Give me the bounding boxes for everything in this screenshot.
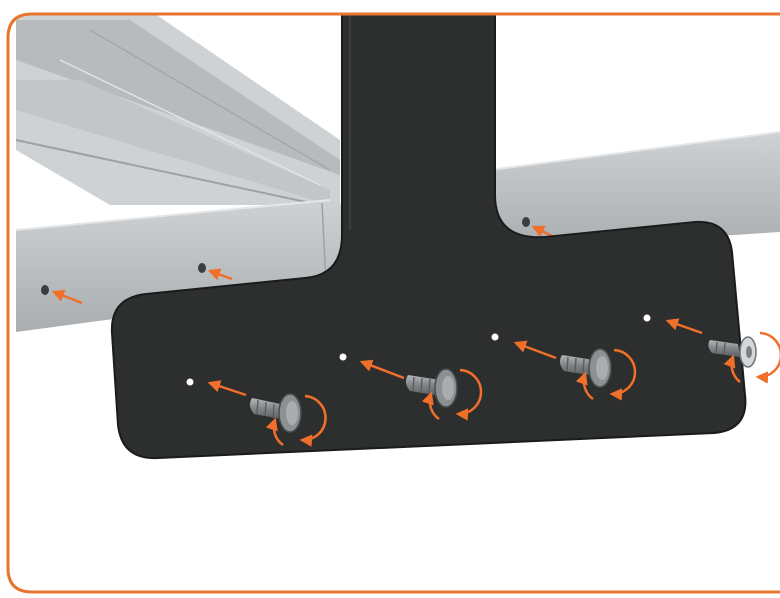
carriage-bolt-icon bbox=[249, 393, 302, 433]
rail-pilot-hole bbox=[198, 263, 206, 273]
panel-pilot-hole bbox=[643, 314, 651, 322]
insert-arrow-icon bbox=[207, 268, 233, 281]
insert-arrow-icon bbox=[51, 289, 83, 305]
panel-pilot-hole bbox=[339, 353, 347, 361]
step-frame bbox=[6, 12, 780, 594]
rail-pilot-hole bbox=[522, 217, 530, 227]
rotate-clockwise-icon bbox=[723, 331, 780, 384]
insert-arrow-icon bbox=[359, 359, 405, 380]
insert-arrow-icon bbox=[207, 380, 247, 397]
insert-arrow-icon bbox=[665, 318, 703, 335]
rotate-clockwise-icon bbox=[265, 394, 327, 447]
panel-pilot-hole bbox=[491, 333, 499, 341]
rotate-clockwise-icon bbox=[575, 348, 637, 401]
rotate-clockwise-icon bbox=[421, 368, 483, 421]
panel-pilot-hole bbox=[186, 378, 194, 386]
rail-pilot-hole bbox=[41, 285, 49, 295]
washer-icon bbox=[739, 336, 757, 368]
diagonal-rail bbox=[15, 14, 340, 206]
t-bracket-panel bbox=[110, 14, 747, 460]
insert-arrow-icon bbox=[513, 340, 557, 360]
carriage-bolt-icon bbox=[708, 340, 740, 357]
carriage-bolt-icon bbox=[405, 368, 458, 408]
carriage-bolt-icon bbox=[559, 348, 612, 388]
